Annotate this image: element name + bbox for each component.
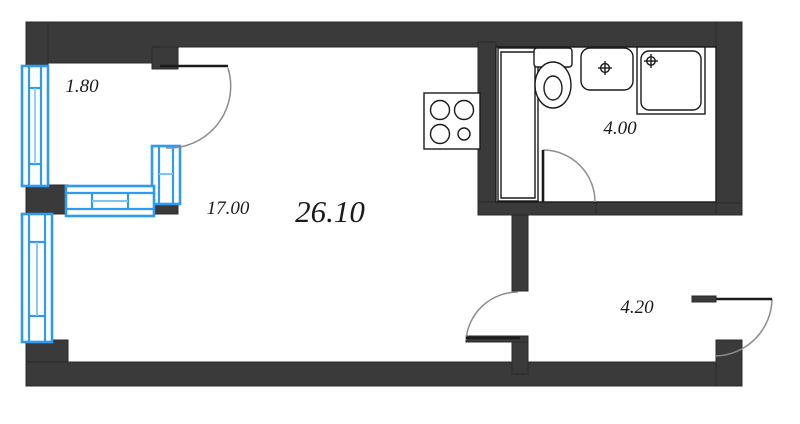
bathtub-icon bbox=[497, 47, 539, 202]
door-leaves-group bbox=[160, 64, 772, 340]
room-door-arc bbox=[465, 291, 519, 341]
washbasin-icon bbox=[580, 47, 634, 91]
wall-bottom bbox=[25, 361, 717, 387]
area-label-total: 26.10 bbox=[295, 194, 365, 229]
wall-balcony-upper-right bbox=[151, 46, 179, 70]
entrance-door-arc bbox=[715, 298, 773, 357]
fixtures-group bbox=[423, 46, 706, 202]
window-left-tall[interactable] bbox=[20, 212, 54, 344]
window-balcony-left[interactable] bbox=[20, 64, 50, 188]
wall-right-upper bbox=[715, 21, 743, 216]
wall-right-lower bbox=[715, 339, 743, 387]
windows-group bbox=[20, 64, 182, 344]
stove-icon bbox=[423, 92, 481, 150]
bathroom-door-arc bbox=[542, 149, 596, 203]
wall-entrance-door-jamb bbox=[691, 295, 717, 303]
door-arcs-group bbox=[165, 67, 773, 357]
area-label-living-room: 17.00 bbox=[207, 198, 250, 219]
wall-hall-partition-upper bbox=[511, 214, 529, 292]
wall-bathroom-left bbox=[477, 41, 497, 215]
wall-balcony-bottom-left bbox=[25, 184, 69, 215]
area-label-bathroom: 4.00 bbox=[603, 118, 637, 139]
wall-outline-group bbox=[495, 46, 717, 203]
window-balcony-door[interactable] bbox=[150, 144, 182, 206]
bathroom-inner-outline bbox=[495, 46, 717, 203]
wall-top-left-return bbox=[25, 21, 49, 69]
toilet-icon bbox=[533, 47, 573, 109]
area-label-hallway: 4.20 bbox=[620, 297, 654, 318]
shower-tray-icon bbox=[636, 46, 706, 115]
area-labels-group: 1.80 17.00 4.00 4.20 26.10 bbox=[65, 76, 654, 318]
window-balcony-bottom[interactable] bbox=[64, 184, 156, 218]
wall-bathroom-bottom-left bbox=[477, 201, 597, 216]
wall-bathroom-bottom-right bbox=[595, 201, 717, 216]
area-label-balcony: 1.80 bbox=[65, 76, 99, 97]
balcony-door-arc bbox=[165, 67, 232, 149]
wall-hall-partition-lower bbox=[511, 339, 529, 375]
